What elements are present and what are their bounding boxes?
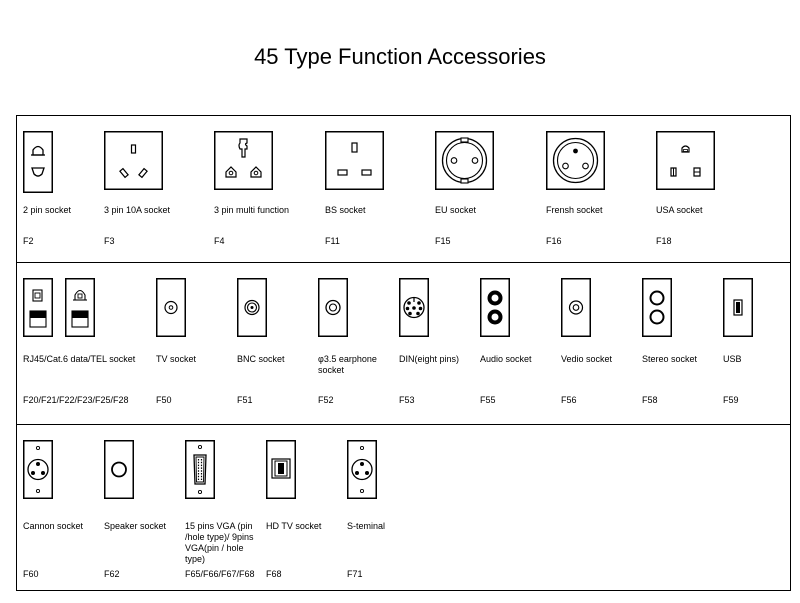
eu-socket-icon (435, 131, 494, 190)
accessories-table (16, 115, 791, 591)
accessory-label: φ3.5 earphone socket (318, 354, 377, 375)
s-terminal-icon (347, 440, 377, 499)
accessory-label: USB (723, 354, 742, 364)
accessory-label: 3 pin 10A socket (104, 205, 171, 215)
bs-socket-icon (325, 131, 384, 190)
din-socket-icon (399, 278, 429, 337)
accessory-code: F11 (325, 236, 340, 246)
accessory-label: 2 pin socket (23, 205, 72, 215)
video-socket-icon (561, 278, 591, 337)
accessory-label: Speaker socket (104, 521, 167, 531)
bnc-socket-icon (237, 278, 267, 337)
stereo-socket-icon (642, 278, 672, 337)
2pin-icon (23, 131, 53, 193)
accessory-code: F20/F21/F22/F23/F25/F28 (23, 395, 129, 405)
accessory-code: F59 (723, 395, 739, 405)
3pin-multi-icon (214, 131, 273, 190)
tv-socket-icon (156, 278, 186, 337)
accessory-label: DIN(eight pins) (399, 354, 460, 364)
rj45-icon (23, 278, 98, 337)
accessory-code: F18 (656, 236, 672, 246)
accessory-label: Stereo socket (642, 354, 698, 364)
accessory-code: F4 (214, 236, 225, 246)
accessory-code: F15 (435, 236, 451, 246)
accessory-code: F62 (104, 569, 120, 579)
accessory-label: EU socket (435, 205, 477, 215)
accessory-code: F53 (399, 395, 415, 405)
accessory-code: F50 (156, 395, 172, 405)
accessory-label: USA socket (656, 205, 703, 215)
usa-socket-icon (656, 131, 715, 190)
speaker-socket-icon (104, 440, 134, 499)
accessory-code: F51 (237, 395, 253, 405)
accessory-code: F55 (480, 395, 496, 405)
accessory-label: 3 pin multi function (214, 205, 290, 215)
usb-icon (723, 278, 753, 337)
accessory-code: F52 (318, 395, 334, 405)
accessory-code: F68 (266, 569, 282, 579)
earphone-socket-icon (318, 278, 348, 337)
accessory-code: F71 (347, 569, 363, 579)
accessory-label: BNC socket (237, 354, 285, 364)
accessory-code: F16 (546, 236, 562, 246)
vga-socket-icon (185, 440, 215, 499)
accessory-label: RJ45/Cat.6 data/TEL socket (23, 354, 136, 364)
page-title: 45 Type Function Accessories (254, 44, 546, 69)
accessory-label: S-teminal (347, 521, 386, 531)
3pin-10a-icon (104, 131, 163, 190)
accessory-code: F65/F66/F67/F68 (185, 569, 255, 579)
accessory-label: Vedio socket (561, 354, 613, 364)
cannon-socket-icon (23, 440, 53, 499)
accessory-label: 15 pins VGA (pin /hole type)/ 9pins VGA(… (185, 521, 254, 564)
accessory-label: Cannon socket (23, 521, 84, 531)
row-divider-1 (16, 262, 791, 263)
row-divider-2 (16, 424, 791, 425)
accessory-label: BS socket (325, 205, 366, 215)
accessory-label: Frensh socket (546, 205, 603, 215)
accessory-code: F58 (642, 395, 658, 405)
accessory-code: F3 (104, 236, 115, 246)
accessory-label: HD TV socket (266, 521, 322, 531)
accessory-label: TV socket (156, 354, 197, 364)
accessory-code: F56 (561, 395, 577, 405)
accessory-code: F2 (23, 236, 34, 246)
hdtv-socket-icon (266, 440, 296, 499)
french-socket-icon (546, 131, 605, 190)
accessory-label: Audio socket (480, 354, 532, 364)
accessory-code: F60 (23, 569, 39, 579)
audio-socket-icon (480, 278, 510, 337)
